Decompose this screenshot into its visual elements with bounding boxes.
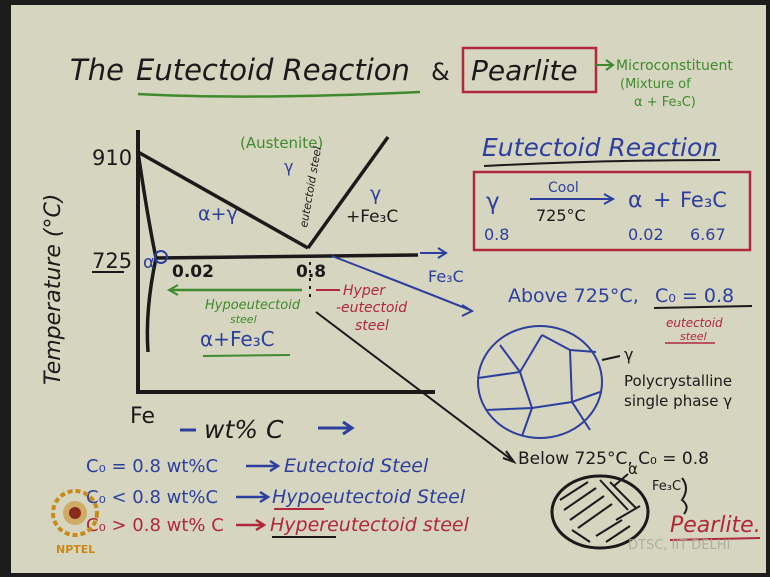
class-line2-left: C₀ < 0.8 wt%C bbox=[86, 487, 218, 508]
hypo-range-arrowhead bbox=[166, 284, 179, 296]
title-prefix: The bbox=[70, 53, 124, 87]
watermark: DTSC, IIT DELHI bbox=[628, 538, 730, 553]
side-note-line2: (Mixture of bbox=[620, 77, 691, 92]
eutectoid-isotherm bbox=[155, 253, 419, 260]
above-c0: C₀ = 0.8 bbox=[655, 285, 734, 307]
title-pearlite: Pearlite bbox=[471, 54, 578, 87]
fe3c-pointer: Fe₃C bbox=[652, 479, 681, 494]
temp-910-label: 910 bbox=[92, 146, 132, 170]
reaction-fe3c: Fe₃C bbox=[680, 188, 727, 212]
gamma-pointer: γ bbox=[624, 345, 633, 364]
fe-origin-label: Fe bbox=[130, 404, 155, 429]
alpha-gamma-region: α+γ bbox=[198, 203, 238, 225]
eutectoid-steel-vertical-label: eutectoid steel bbox=[297, 145, 324, 228]
hyper-label-1: Hyper bbox=[343, 283, 386, 299]
reaction-alpha: α bbox=[628, 188, 643, 213]
class-line3-right: Hypereutectoid steel bbox=[270, 514, 470, 536]
reaction-comp-gamma: 0.8 bbox=[484, 225, 509, 244]
polycrystalline-line1: Polycrystalline bbox=[624, 372, 732, 390]
c-0.02-label: 0.02 bbox=[172, 262, 214, 282]
pearlite-label: Pearlite. bbox=[670, 513, 761, 538]
hypoeutectoid-label: Hypoeutectoid bbox=[205, 298, 301, 313]
alpha-phase-label: α bbox=[143, 252, 155, 273]
diagram-axes bbox=[136, 130, 435, 394]
class-line3-left: C₀ > 0.8 wt% C bbox=[86, 515, 224, 536]
pearlite-underline bbox=[669, 537, 761, 541]
fe3c-brace bbox=[680, 477, 688, 515]
gamma-label: γ bbox=[284, 157, 293, 176]
hyper-label-3: steel bbox=[355, 318, 389, 334]
reaction-comp-alpha: 0.02 bbox=[628, 225, 664, 244]
reaction-gamma: γ bbox=[486, 189, 500, 215]
class-line1-right: Eutectoid Steel bbox=[284, 455, 429, 477]
reaction-plus: + bbox=[653, 188, 671, 213]
alpha-point-marker bbox=[154, 250, 168, 264]
nptel-logo: NPTEL bbox=[51, 489, 99, 556]
side-note-line3: α + Fe₃C) bbox=[634, 95, 696, 110]
a3-line bbox=[137, 150, 309, 250]
reaction-cool: Cool bbox=[548, 180, 579, 196]
below-connector bbox=[315, 311, 513, 461]
acm-line bbox=[306, 135, 390, 250]
class-line3-arrowhead bbox=[255, 518, 267, 532]
above-connector-arrowhead bbox=[461, 304, 475, 317]
title-eutectoid-reaction: Eutectoid Reaction bbox=[136, 53, 410, 87]
title-underline bbox=[137, 90, 421, 98]
reaction-arrowhead bbox=[603, 193, 616, 205]
reaction-heading-underline bbox=[483, 159, 721, 167]
fe3c-side-label: Fe₃C bbox=[428, 267, 464, 286]
reaction-box bbox=[472, 170, 752, 252]
gamma-pointer-line bbox=[601, 355, 621, 361]
alpha-pointer: α bbox=[628, 460, 638, 478]
eutectoid-note-1: eutectoid bbox=[666, 316, 723, 330]
below-connector-arrowhead bbox=[502, 450, 517, 465]
above-c0-underline bbox=[653, 305, 753, 309]
pearlite-title-box bbox=[461, 46, 598, 94]
nptel-logo-text: NPTEL bbox=[56, 543, 95, 556]
above-text: Above 725°C, bbox=[508, 285, 639, 307]
polycrystalline-gamma-grains bbox=[477, 325, 603, 439]
class-line1-left: C₀ = 0.8 wt%C bbox=[86, 456, 218, 477]
class-line2-right: Hypoeutectoid Steel bbox=[272, 486, 466, 508]
gamma-fe3c-region-gamma: γ bbox=[370, 183, 381, 205]
side-note-line1: Microconstituent bbox=[616, 58, 733, 74]
reaction-heading: Eutectoid Reaction bbox=[482, 133, 718, 162]
y-axis-label: Temperature (°C) bbox=[41, 194, 66, 385]
title-amp: & bbox=[431, 58, 450, 86]
temp-725-label: 725 bbox=[92, 249, 132, 273]
alpha-fe3c-underline bbox=[202, 354, 291, 357]
side-note-arrowhead bbox=[605, 59, 615, 71]
gamma-fe3c-region-fe3c: +Fe₃C bbox=[346, 207, 398, 227]
alpha-solvus-lower bbox=[145, 257, 158, 353]
c-0.8-label: 0.8 bbox=[296, 262, 326, 282]
fe3c-arrowhead bbox=[437, 247, 448, 259]
eutectoid-note-2: steel bbox=[680, 330, 707, 343]
alpha-fe3c-region: α+Fe₃C bbox=[200, 327, 275, 351]
austenite-label: (Austenite) bbox=[240, 134, 323, 152]
alpha-pointer-line bbox=[613, 473, 629, 487]
hypoeutectoid-steel-label: steel bbox=[230, 313, 257, 326]
hyper-label-2: -eutectoid bbox=[336, 300, 407, 316]
class-line1-arrowhead bbox=[269, 459, 281, 473]
below-text: Below 725°C, C₀ = 0.8 bbox=[518, 449, 709, 469]
above-connector bbox=[331, 255, 471, 311]
class-line2-arrowhead bbox=[259, 490, 271, 504]
reaction-comp-fe3c: 6.67 bbox=[690, 225, 726, 244]
x-axis-label: wt% C bbox=[204, 415, 284, 444]
alpha-solvus-upper bbox=[136, 151, 158, 259]
x-axis-arrowhead bbox=[342, 420, 355, 436]
reaction-temp: 725°C bbox=[536, 206, 586, 225]
polycrystalline-line2: single phase γ bbox=[624, 392, 732, 410]
